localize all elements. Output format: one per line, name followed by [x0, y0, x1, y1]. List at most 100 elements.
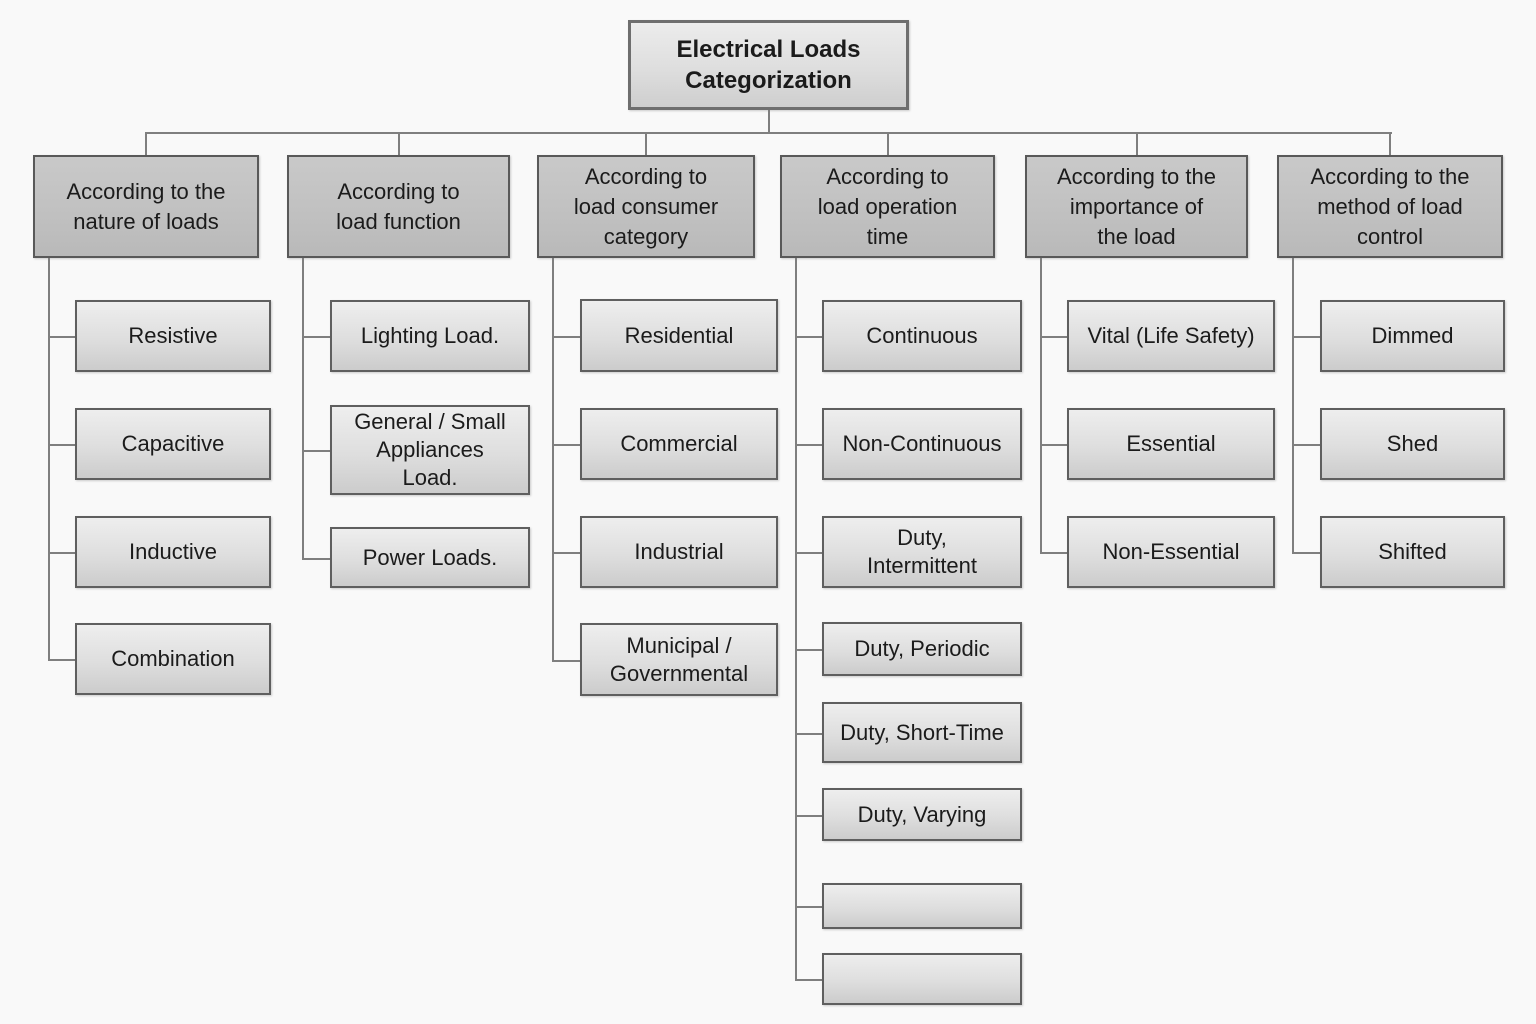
item-box-label: Municipal / Governmental: [609, 632, 749, 686]
connector-elbow: [1292, 552, 1320, 554]
category-header: According to the nature of loads: [33, 155, 259, 258]
connector-spine: [795, 258, 797, 981]
item-box: Municipal / Governmental: [580, 623, 778, 696]
item-box-label: Industrial: [634, 539, 724, 564]
item-box-label: Commercial: [620, 431, 738, 456]
connector-elbow: [552, 660, 580, 662]
connector-elbow: [48, 552, 75, 554]
category-header-label: According to load operation time: [817, 163, 958, 249]
item-box-label: Power Loads.: [362, 544, 498, 570]
connector-elbow: [1292, 336, 1320, 338]
connector-header-drop: [645, 132, 647, 155]
category-header: According to load function: [287, 155, 510, 258]
connector-elbow: [1040, 552, 1067, 554]
connector-spine: [552, 258, 554, 662]
category-header-label: According to load consumer category: [573, 163, 719, 249]
connector-elbow: [1292, 444, 1320, 446]
item-box: Commercial: [580, 408, 778, 480]
connector-elbow: [1040, 336, 1067, 338]
connector-elbow: [48, 659, 75, 661]
item-box: Non-Continuous: [822, 408, 1022, 480]
connector-elbow: [795, 649, 822, 651]
item-box-label: Lighting Load.: [360, 323, 500, 348]
item-box-label: Vital (Life Safety): [1087, 323, 1255, 348]
connector-elbow: [48, 444, 75, 446]
item-box-label: Duty, Periodic: [854, 636, 990, 661]
item-box-label: Inductive: [128, 539, 218, 564]
category-header: According to the method of load control: [1277, 155, 1503, 258]
item-box-label: Continuous: [866, 323, 978, 348]
root-title-box-label: Electrical Loads Categorization: [676, 36, 861, 94]
category-header-label: According to the method of load control: [1310, 163, 1470, 249]
connector-root-drop: [768, 110, 770, 134]
category-header: According to the importance of the load: [1025, 155, 1248, 258]
item-box: Vital (Life Safety): [1067, 300, 1275, 372]
connector-elbow: [302, 558, 330, 560]
item-box-label: Duty, Intermittent: [866, 525, 978, 578]
item-box-label: Duty, Varying: [857, 801, 987, 827]
connector-elbow: [552, 552, 580, 554]
item-box-label: Non-Essential: [1102, 539, 1240, 564]
item-box: Dimmed: [1320, 300, 1505, 372]
item-box: [822, 953, 1022, 1005]
item-box-label: General / Small Appliances Load.: [354, 409, 506, 490]
item-box: Power Loads.: [330, 527, 530, 588]
connector-elbow: [795, 906, 822, 908]
connector-spine: [1040, 258, 1042, 554]
connector-elbow: [795, 815, 822, 817]
connector-header-drop: [887, 132, 889, 155]
item-box: Residential: [580, 299, 778, 372]
connector-elbow: [552, 336, 580, 338]
connector-spine: [1292, 258, 1294, 554]
item-box-label: Duty, Short-Time: [840, 719, 1004, 745]
item-box: Inductive: [75, 516, 271, 588]
item-box: General / Small Appliances Load.: [330, 405, 530, 495]
connector-elbow: [795, 733, 822, 735]
item-box-label: Non-Continuous: [842, 431, 1002, 456]
connector-bus: [146, 132, 1392, 134]
item-box: Non-Essential: [1067, 516, 1275, 588]
item-box: Lighting Load.: [330, 300, 530, 372]
connector-header-drop: [1136, 132, 1138, 155]
connector-elbow: [795, 552, 822, 554]
item-box: Shed: [1320, 408, 1505, 480]
category-header-label: According to the importance of the load: [1057, 163, 1216, 249]
item-box: Industrial: [580, 516, 778, 588]
connector-elbow: [48, 336, 75, 338]
connector-header-drop: [145, 132, 147, 155]
connector-header-drop: [1389, 132, 1391, 155]
item-box: Duty, Short-Time: [822, 702, 1022, 763]
root-title-box: Electrical Loads Categorization: [628, 20, 909, 110]
item-box-label: Shifted: [1378, 539, 1447, 564]
connector-elbow: [302, 450, 330, 452]
connector-elbow: [795, 336, 822, 338]
category-header-label: According to the nature of loads: [66, 178, 226, 234]
connector-elbow: [1040, 444, 1067, 446]
item-box-label: Combination: [111, 646, 235, 671]
item-box: Combination: [75, 623, 271, 695]
item-box-label: Resistive: [128, 323, 218, 348]
item-box-label: Dimmed: [1371, 323, 1454, 348]
item-box: Duty, Intermittent: [822, 516, 1022, 588]
connector-elbow: [552, 444, 580, 446]
item-box-label: Capacitive: [121, 431, 225, 456]
category-header: According to load operation time: [780, 155, 995, 258]
category-header-label: According to load function: [336, 178, 461, 234]
connector-elbow: [302, 336, 330, 338]
item-box: Duty, Varying: [822, 788, 1022, 841]
connector-elbow: [795, 444, 822, 446]
connector-spine: [302, 258, 304, 560]
item-box: Capacitive: [75, 408, 271, 480]
connector-spine: [48, 258, 50, 661]
item-box: Continuous: [822, 300, 1022, 372]
item-box-label: Residential: [624, 322, 734, 348]
connector-header-drop: [398, 132, 400, 155]
item-box: Shifted: [1320, 516, 1505, 588]
item-box: Resistive: [75, 300, 271, 372]
item-box: [822, 883, 1022, 929]
connector-elbow: [795, 979, 822, 981]
item-box: Duty, Periodic: [822, 622, 1022, 676]
category-header: According to load consumer category: [537, 155, 755, 258]
item-box-label: Essential: [1126, 431, 1216, 456]
